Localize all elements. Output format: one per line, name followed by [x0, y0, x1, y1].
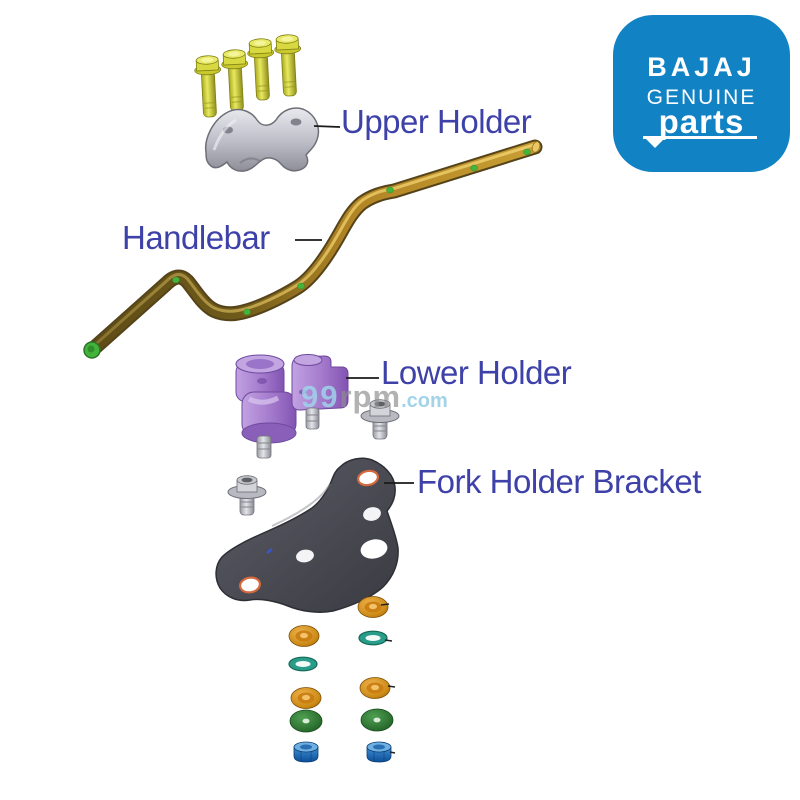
leader-line-upper-holder — [313, 125, 341, 128]
watermark-suffix: .com — [401, 390, 448, 412]
flange-bolt-graphic-left — [227, 475, 267, 516]
watermark-name: rpm — [339, 379, 402, 414]
logo-parts-text: parts — [658, 103, 745, 140]
logo-brand-text: BAJAJ — [647, 52, 756, 82]
lower-holder-graphic — [235, 354, 349, 459]
label-upper-holder: Upper Holder — [341, 103, 532, 140]
bajaj-logo: BAJAJ GENUINE parts — [613, 15, 790, 172]
label-lower-holder: Lower Holder — [381, 354, 572, 391]
logo-genuine-text: GENUINE — [646, 86, 757, 109]
mounting-bolts-graphic — [193, 33, 304, 119]
handlebar-markers — [172, 148, 531, 316]
tick-marks — [380, 603, 396, 754]
leader-lines — [295, 125, 414, 484]
watermark: 99rpm.com — [301, 379, 448, 415]
handlebar-graphic — [83, 139, 543, 359]
logo-underline — [643, 136, 757, 148]
fastener-stack-graphic — [288, 596, 396, 763]
fork-holder-bracket-graphic — [215, 457, 399, 613]
upper-holder-graphic — [204, 107, 320, 172]
label-handlebar: Handlebar — [122, 219, 270, 256]
logo-arrow-icon — [646, 139, 664, 148]
watermark-prefix: 99 — [301, 379, 340, 414]
label-fork-holder-bracket: Fork Holder Bracket — [417, 463, 701, 500]
